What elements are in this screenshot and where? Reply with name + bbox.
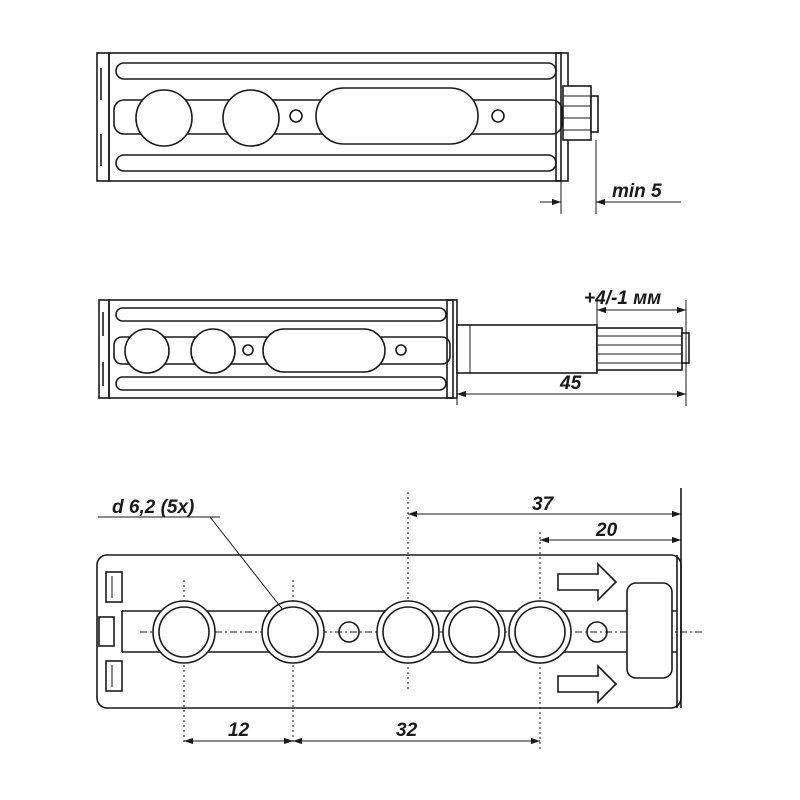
direction-arrow-icon-lower bbox=[557, 664, 618, 704]
dim-12-label: 12 bbox=[228, 720, 250, 741]
top-small-hole-2 bbox=[491, 109, 505, 123]
hole-callout-label: d 6,2 (5x) bbox=[112, 497, 194, 518]
top-left-end-cap bbox=[96, 52, 110, 182]
dim-37-label: 37 bbox=[532, 494, 555, 515]
mid-upper-slot bbox=[115, 307, 447, 322]
mid-right-end-cap bbox=[446, 299, 458, 399]
mid-oval-slider bbox=[262, 328, 386, 373]
top-plunger-tip bbox=[590, 95, 599, 133]
middle-view: +4/-1 мм 45 bbox=[98, 288, 690, 406]
bottom-clip-upper bbox=[105, 571, 123, 603]
hole-3-outer bbox=[376, 600, 440, 664]
hole-4-outer bbox=[442, 600, 506, 664]
hole-2-outer bbox=[261, 600, 325, 664]
bottom-small-hole-1 bbox=[338, 621, 360, 643]
top-plunger-head bbox=[562, 85, 592, 141]
hole-4-inner bbox=[448, 606, 500, 658]
hole-5-outer bbox=[508, 600, 572, 664]
top-lower-slot bbox=[115, 154, 557, 172]
mid-roller-1 bbox=[124, 328, 170, 374]
tolerance-label: +4/-1 мм bbox=[584, 288, 661, 309]
dim-20-label: 20 bbox=[595, 520, 618, 541]
bottom-small-hole-2 bbox=[586, 621, 608, 643]
top-oval-slider bbox=[315, 87, 479, 145]
mid-roller-2 bbox=[190, 328, 236, 374]
stroke-45-label: 45 bbox=[559, 373, 582, 394]
bottom-clip-middle bbox=[98, 616, 115, 647]
hole-3-inner bbox=[382, 606, 434, 658]
min-5-label: min 5 bbox=[612, 181, 662, 202]
hole-5-inner bbox=[514, 606, 566, 658]
bottom-clip-lower bbox=[105, 660, 123, 692]
top-roller-2 bbox=[222, 89, 280, 147]
mid-plunger-head bbox=[596, 327, 683, 371]
mid-small-hole-2 bbox=[395, 344, 407, 356]
top-small-hole-1 bbox=[289, 109, 303, 123]
top-roller-1 bbox=[135, 89, 193, 147]
bottom-view: d 6,2 (5x) 37 20 12 32 bbox=[96, 488, 704, 750]
mid-plunger-rod bbox=[456, 324, 598, 374]
hole-1-outer bbox=[152, 600, 216, 664]
top-upper-slot bbox=[115, 62, 557, 80]
bottom-end-pad bbox=[626, 582, 673, 679]
direction-arrow-icon-upper bbox=[557, 562, 618, 602]
callout-leader bbox=[209, 516, 284, 611]
mid-small-hole-1 bbox=[242, 344, 254, 356]
mid-left-end-cap bbox=[98, 299, 110, 399]
mid-lower-slot bbox=[115, 376, 447, 391]
top-view: min 5 bbox=[96, 52, 681, 214]
hole-2-inner bbox=[267, 606, 319, 658]
dim-32-label: 32 bbox=[396, 720, 418, 741]
hole-1-inner bbox=[158, 606, 210, 658]
